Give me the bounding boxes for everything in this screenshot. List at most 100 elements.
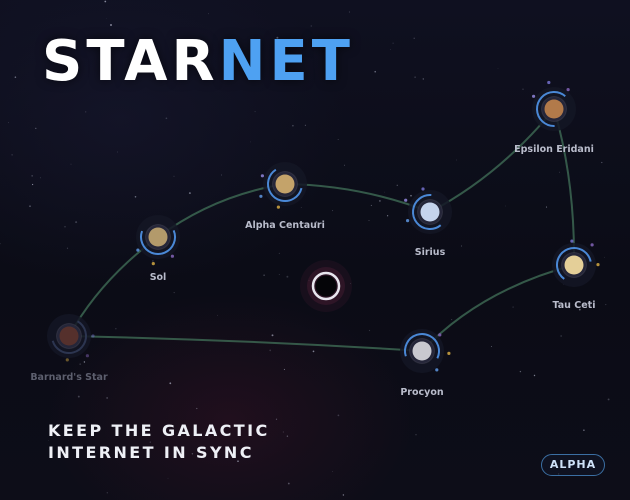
background-star — [173, 175, 175, 177]
background-star — [604, 256, 605, 258]
background-star — [221, 174, 222, 176]
background-star — [269, 349, 272, 352]
star-label-epsilon-eridani: Epsilon Eridani — [514, 144, 594, 155]
star-label-sirius: Sirius — [415, 247, 446, 258]
background-star — [601, 161, 603, 164]
background-star — [519, 370, 522, 373]
background-star — [0, 242, 1, 245]
background-star — [237, 460, 239, 463]
star-label-alpha-centauri: Alpha Centauri — [245, 220, 325, 231]
orbit-dot — [435, 368, 439, 372]
star-sol[interactable]: Sol — [136, 215, 181, 283]
background-star — [332, 210, 334, 212]
background-star — [300, 206, 302, 208]
star-label-sol: Sol — [150, 272, 167, 283]
background-star — [422, 78, 424, 80]
background-star — [413, 37, 415, 39]
route-tau-ceti-to-procyon — [421, 264, 575, 352]
background-star — [106, 397, 108, 399]
background-star — [134, 196, 137, 198]
star-core — [275, 174, 295, 194]
star-ring — [267, 166, 303, 202]
star-alpha-centauri[interactable]: Alpha Centauri — [245, 162, 325, 231]
tagline-line-1: KEEP THE GALACTIC — [48, 421, 270, 440]
background-star — [368, 220, 370, 221]
star-barnards-star[interactable]: Barnard's Star — [30, 313, 108, 383]
background-star — [396, 184, 398, 186]
star-label-barnards-star: Barnard's Star — [30, 372, 108, 383]
background-star — [110, 24, 112, 26]
background-star — [70, 163, 72, 165]
background-star — [304, 124, 306, 126]
background-star — [451, 319, 453, 321]
background-star — [342, 494, 345, 496]
background-star — [414, 76, 416, 78]
background-star — [386, 215, 389, 217]
background-star — [8, 122, 9, 124]
orbit-dot — [447, 351, 451, 355]
background-star — [392, 42, 394, 44]
background-star — [312, 350, 315, 353]
background-star — [196, 407, 198, 410]
background-star — [64, 225, 66, 228]
background-star — [39, 177, 41, 179]
background-star — [389, 49, 391, 51]
star-epsilon-eridani[interactable]: Epsilon Eridani — [514, 80, 594, 155]
tagline-line-2: INTERNET IN SYNC — [48, 443, 254, 462]
orbit-dot — [404, 198, 408, 202]
background-star — [337, 138, 339, 141]
orbit-dot — [590, 243, 594, 247]
star-sirius[interactable]: Sirius — [404, 187, 454, 258]
orbit-dot — [91, 334, 95, 338]
star-tau-ceti[interactable]: Tau Ceti — [550, 239, 600, 312]
background-star — [344, 164, 346, 166]
star-ring — [412, 194, 448, 230]
background-star — [545, 206, 548, 208]
background-star — [117, 151, 118, 153]
background-star — [368, 329, 371, 332]
background-star — [332, 471, 334, 472]
background-star — [607, 398, 610, 401]
background-star — [350, 283, 351, 284]
game-logo: STARNET — [42, 34, 354, 90]
orbit-dot — [276, 205, 280, 209]
background-star — [384, 191, 385, 193]
background-star — [533, 374, 536, 377]
background-star — [374, 70, 376, 73]
tagline: KEEP THE GALACTIC INTERNET IN SYNC — [48, 420, 270, 464]
background-star — [560, 335, 562, 337]
star-ring — [140, 219, 176, 255]
background-star — [271, 334, 274, 337]
star-core — [420, 202, 440, 222]
orbit-dot — [596, 263, 600, 267]
background-star — [11, 154, 13, 156]
orbit-dot — [547, 80, 551, 85]
background-star — [263, 274, 265, 276]
star-core — [564, 255, 584, 275]
route-alpha-centauri-to-sirius — [284, 183, 431, 213]
orbit-dot — [259, 194, 263, 198]
background-star — [460, 245, 462, 247]
background-star — [75, 221, 78, 224]
star-core — [59, 326, 79, 346]
alpha-badge: ALPHA — [541, 454, 605, 476]
background-star — [48, 440, 49, 441]
background-star — [410, 194, 412, 197]
background-star — [578, 308, 581, 311]
orbit-dot — [532, 94, 536, 98]
background-star — [152, 260, 154, 262]
star-core — [148, 227, 168, 247]
background-star — [173, 292, 175, 294]
background-star — [77, 395, 80, 398]
background-star — [348, 11, 350, 13]
orbit-dot — [65, 358, 69, 362]
background-star — [167, 477, 169, 479]
black-hole[interactable] — [300, 260, 352, 312]
background-star — [51, 71, 52, 73]
background-star — [286, 435, 289, 437]
orbit-dot — [136, 248, 140, 252]
background-star — [290, 77, 293, 79]
background-star — [250, 141, 251, 143]
star-procyon[interactable]: Procyon — [400, 329, 451, 398]
background-star — [31, 175, 33, 177]
